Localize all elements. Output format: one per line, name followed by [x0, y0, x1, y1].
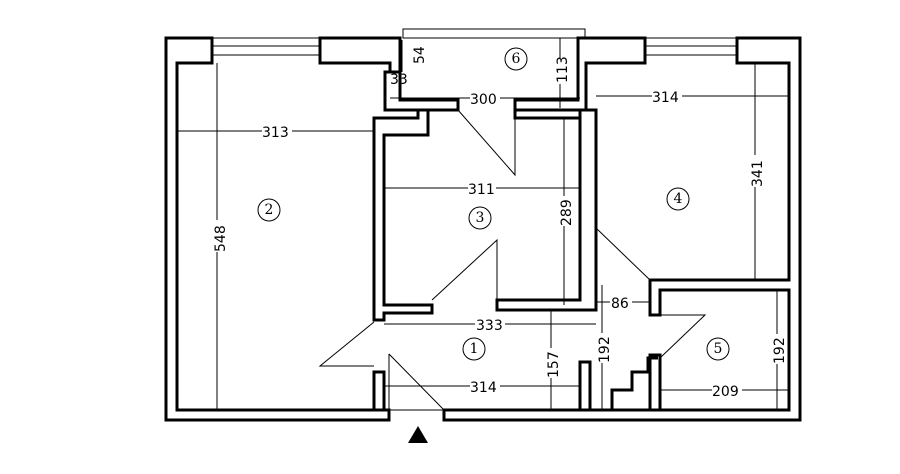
dim-hall-side-depth: 192	[597, 336, 613, 363]
dim-room2-length: 548	[213, 225, 229, 252]
room-number-2: 2	[265, 202, 274, 218]
door-room5	[659, 314, 707, 359]
dim-hall-width-bottom: 314	[470, 380, 497, 396]
dim-room4-length: 341	[750, 160, 766, 187]
room-number-1: 1	[470, 341, 479, 357]
door-room2	[318, 321, 375, 367]
room-number-6: 6	[512, 51, 521, 67]
dim-room5-width: 209	[712, 384, 739, 400]
dim-room4-width: 314	[652, 90, 679, 106]
balcony-railing	[402, 28, 586, 39]
dimension-labels: 313 548 300 33 54 113 311 289 314 341 86…	[210, 46, 788, 400]
walls	[164, 36, 802, 422]
doors	[318, 109, 707, 412]
dim-room6-depth: 113	[555, 56, 571, 83]
dim-corridor-width: 86	[611, 296, 629, 312]
entrance-triangle-icon	[408, 426, 428, 443]
dim-room2-width: 313	[262, 125, 289, 141]
dim-room3-length: 289	[559, 199, 575, 226]
room-number-5: 5	[714, 341, 723, 357]
room-labels: 1 2 3 4 5 6	[257, 47, 730, 361]
room-number-4: 4	[674, 191, 683, 207]
dim-room6-step-depth: 54	[412, 46, 428, 64]
windows	[211, 28, 738, 56]
dim-room6-width: 300	[470, 92, 497, 108]
dim-hall-depth: 157	[546, 351, 562, 378]
room-number-3: 3	[476, 210, 485, 226]
dim-hall-width-top: 333	[476, 318, 503, 334]
dim-room5-depth: 192	[772, 337, 788, 364]
dim-room3-width: 311	[468, 182, 495, 198]
dim-room6-step-width: 33	[390, 72, 408, 88]
stairs	[600, 356, 658, 412]
door-room6	[457, 109, 516, 177]
entrance-door	[388, 353, 446, 411]
door-room4	[595, 227, 651, 281]
door-room3	[431, 238, 498, 301]
